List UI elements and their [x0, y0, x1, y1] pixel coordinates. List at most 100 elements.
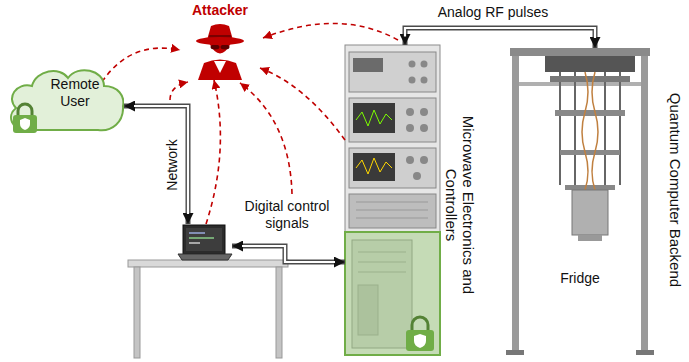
rack-illustration [406, 156, 414, 164]
rack-illustration [353, 153, 395, 181]
threat-arrow [260, 68, 345, 140]
edge-label: Digital control signals [232, 198, 342, 232]
rack-illustration [345, 45, 440, 355]
laptop-illustration [178, 225, 232, 260]
cable-connector [405, 28, 595, 48]
rack-illustration [406, 108, 414, 116]
threat-arrow [260, 68, 345, 140]
rack-illustration [421, 61, 428, 68]
rack-illustration [353, 58, 383, 72]
laptop-illustration [178, 254, 232, 260]
cable-connector [242, 246, 335, 262]
attacker-icon [198, 60, 242, 81]
fridge-illustration [636, 350, 654, 355]
control-rack: Microwave Electronics and Controllers [345, 45, 440, 355]
rack-illustration [356, 158, 392, 174]
cable-connector [124, 106, 188, 224]
cable-connector [134, 106, 188, 214]
rack-illustration [420, 124, 428, 132]
rack-illustration [420, 108, 428, 116]
rack-illustration [409, 77, 416, 84]
fridge-illustration [592, 72, 598, 190]
fridge-illustration [574, 72, 576, 190]
secure-controller-box [345, 232, 440, 355]
fridge-illustration [545, 56, 635, 72]
laptop-illustration [186, 228, 222, 251]
secure-controller-box [345, 232, 440, 355]
rack-illustration [409, 61, 416, 68]
rack-illustration [349, 148, 436, 188]
rack-illustration [345, 45, 440, 355]
desk [128, 260, 288, 358]
cable-connector [232, 246, 345, 262]
fridge-illustration [560, 150, 620, 155]
fridge-illustration [565, 185, 615, 190]
rack-illustration [406, 124, 414, 132]
desk [128, 260, 288, 267]
cable-connector [232, 246, 345, 262]
threat-arrow [263, 23, 398, 40]
threat-arrow [170, 82, 188, 100]
fridge-illustration [578, 235, 602, 241]
threat-arrow [206, 80, 220, 224]
laptop-illustration [189, 242, 200, 244]
rack-illustration [356, 218, 428, 219]
rack-illustration [353, 103, 395, 133]
rack-illustration [413, 172, 421, 180]
lock-icon [414, 334, 426, 348]
edge-label: Network [164, 135, 180, 195]
threat-arrow [102, 48, 180, 82]
cloud-label: Remote User [38, 76, 112, 110]
attacker: Attacker [180, 2, 260, 80]
fridge-illustration [506, 350, 524, 355]
rack-illustration [356, 202, 428, 203]
fridge-illustration [641, 48, 648, 355]
fridge-illustration [582, 72, 588, 190]
lock-icon [406, 330, 434, 351]
fridge-illustration [550, 76, 630, 82]
lock-icon [406, 317, 434, 351]
rack-illustration [356, 210, 428, 211]
fridge-illustration [555, 110, 625, 116]
attacker-icon [221, 45, 230, 50]
laptop [178, 224, 232, 260]
cloud-shape [20, 118, 30, 130]
fridge-illustration [510, 48, 650, 56]
fridge-illustration [572, 190, 608, 235]
remote-user-cloud: Remote User [4, 62, 124, 134]
desk [276, 267, 282, 358]
cable-connector [405, 28, 595, 48]
cloud-shape [13, 115, 37, 133]
cloud-shape [18, 104, 32, 116]
threat-arrow [206, 80, 220, 224]
attacker-icon [214, 61, 226, 73]
rack-illustration [349, 194, 436, 228]
threat-arrow [170, 23, 398, 194]
rack-illustration [420, 156, 428, 164]
attacker-title: Attacker [180, 2, 260, 19]
fridge-illustration [519, 82, 641, 86]
rack-illustration [356, 110, 392, 126]
attacker-icon [196, 37, 244, 45]
threat-arrow [102, 48, 180, 82]
cable-connector [405, 28, 595, 38]
fridge-illustration [559, 72, 561, 185]
attacker-icon [211, 45, 220, 50]
rack-illustration [349, 98, 436, 142]
desk [134, 267, 140, 358]
rack-illustration [349, 52, 436, 92]
laptop-illustration [183, 225, 225, 254]
fridge-illustration [619, 72, 621, 185]
backend-label: Quantum Computer Backend [666, 60, 684, 320]
threat-arrow [240, 83, 292, 194]
laptop-illustration [189, 237, 214, 239]
rack-label: Microwave Electronics and Controllers [443, 105, 477, 305]
edge-label: Analog RF pulses [428, 4, 558, 21]
fridge-illustration [604, 72, 606, 190]
cable-connector [124, 106, 188, 224]
fridge-illustration [506, 48, 654, 355]
fridge-label: Fridge [540, 270, 620, 287]
